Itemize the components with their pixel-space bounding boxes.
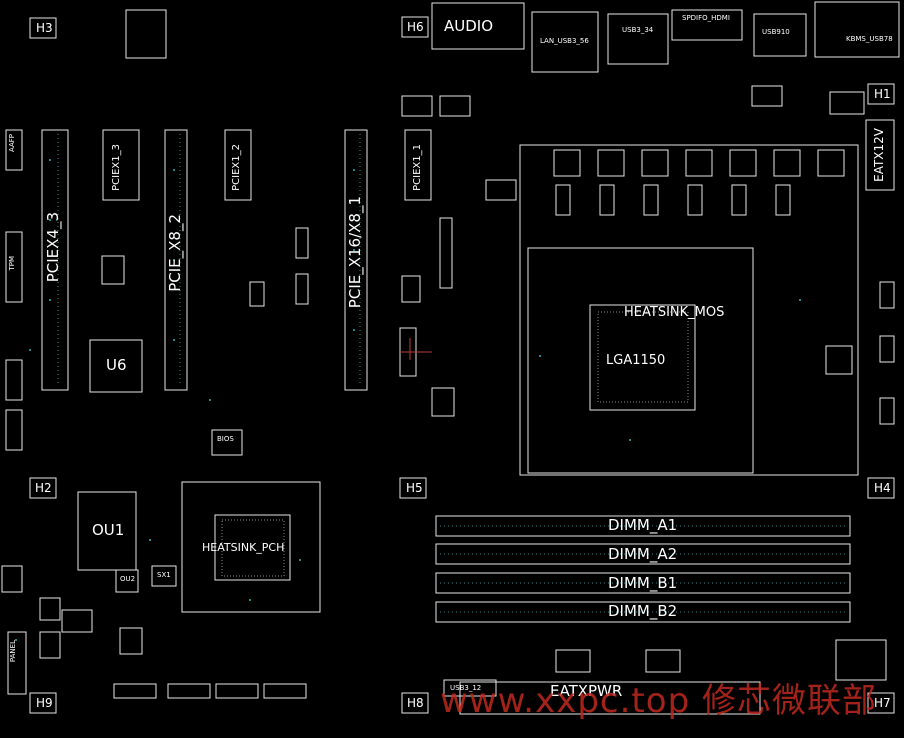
spdif-hdmi-label: SPDIFO_HDMI <box>682 14 730 22</box>
pciex1-3-label: PCIEX1_3 <box>111 144 122 191</box>
usb3-12-label: USB3_12 <box>450 684 482 692</box>
pciex1-2-label: PCIEX1_2 <box>231 144 242 191</box>
usb910-label: USB910 <box>762 28 790 36</box>
heatsink-pch-label: HEATSINK_PCH <box>202 541 285 554</box>
panel-label: PANEL <box>9 640 17 663</box>
hole-h8-label: H8 <box>407 696 424 710</box>
audio-label: AUDIO <box>444 17 494 35</box>
pcie-x16-1-label: PCIE_X16/X8_1 <box>346 196 364 309</box>
bios-label: BIOS <box>217 435 234 443</box>
watermark-text: www.xxpc.top 修芯微联部 <box>440 681 877 721</box>
hole-h1-label: H1 <box>874 87 891 101</box>
u6-label: U6 <box>106 356 127 374</box>
audio-connector-outline <box>431 2 525 50</box>
tpm-label: TPM <box>8 256 16 271</box>
pciex1-1-label: PCIEX1_1 <box>412 144 423 191</box>
dimm-b2-label: DIMM_B2 <box>608 602 678 620</box>
hole-h2-label: H2 <box>35 481 52 495</box>
pcie-x8-2-label: PCIE_X8_2 <box>166 214 184 292</box>
eatx12v-label: EATX12V <box>872 128 886 182</box>
hole-h7-label: H7 <box>874 696 891 710</box>
eatxpwr-label: EATXPWR <box>550 682 623 700</box>
hole-h5-label: H5 <box>406 481 423 495</box>
dimm-a1-label: DIMM_A1 <box>608 516 678 534</box>
sx1-label: SX1 <box>157 571 171 579</box>
aafp-label: AAFP <box>8 134 16 153</box>
dimm-b1-label: DIMM_B1 <box>608 574 678 592</box>
hole-h3-label: H3 <box>36 21 53 35</box>
hole-h4-label: H4 <box>874 481 891 495</box>
ou2-label: OU2 <box>120 575 136 583</box>
usb3-34-label: USB3_34 <box>622 26 654 34</box>
kbms-label: KBMS_USB78 <box>846 35 893 43</box>
dimm-a2-label: DIMM_A2 <box>608 545 678 563</box>
lga1150-label: LGA1150 <box>606 353 666 368</box>
hole-h9-label: H9 <box>36 696 53 710</box>
pciex4-3-label: PCIEX4_3 <box>44 212 62 283</box>
hole-h6-label: H6 <box>407 20 424 34</box>
ou1-label: OU1 <box>92 521 125 539</box>
lan-usb-label: LAN_USB3_56 <box>540 37 589 45</box>
heatsink-mos-label: HEATSINK_MOS <box>624 305 725 320</box>
